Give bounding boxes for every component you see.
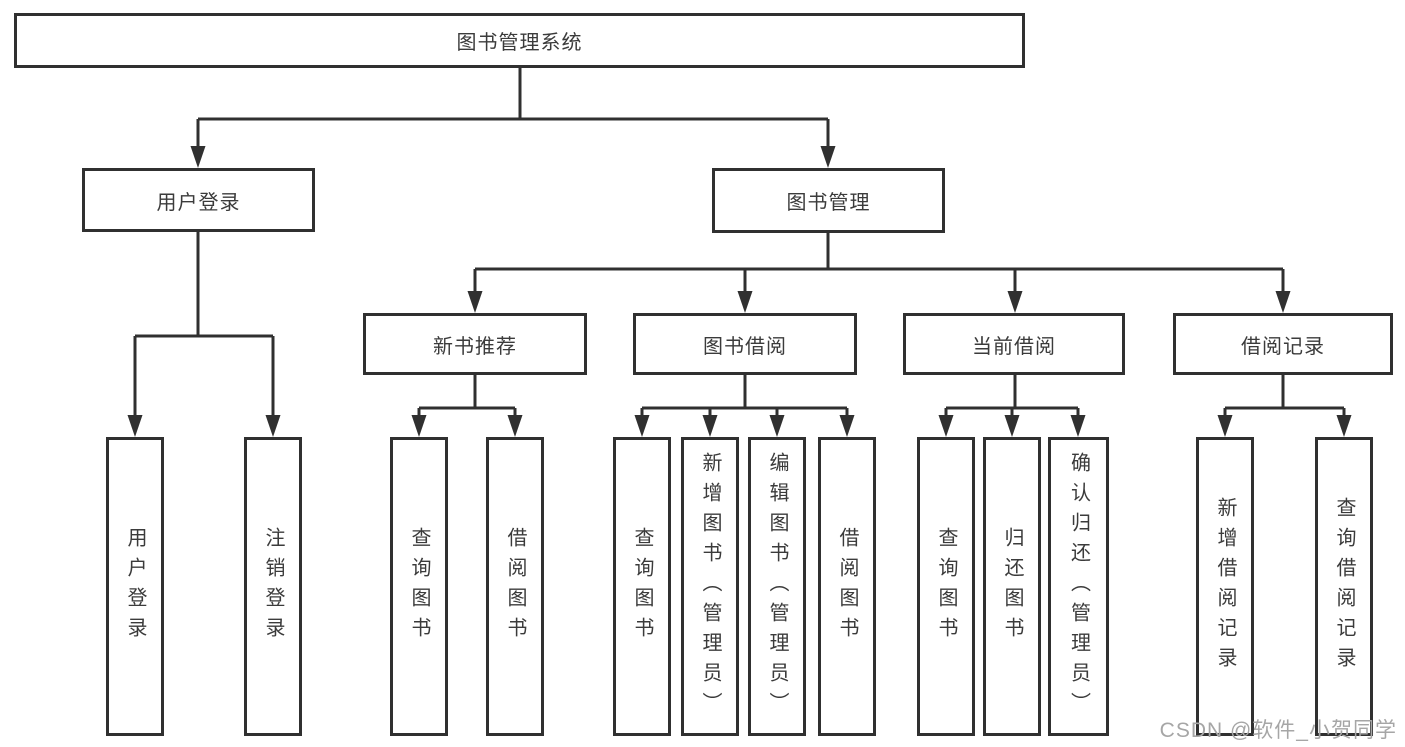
leaf-edit-books-admin: 编辑图书（管理员） [748,437,806,736]
leaf-search-borrow-record-label: 查询借阅记录 [1333,496,1355,677]
node-user-login-label: 用户登录 [156,191,241,214]
leaf-newbook-borrow-books: 借阅图书 [486,437,544,736]
node-new-book-recommend: 新书推荐 [363,313,587,375]
leaf-search-borrow-record: 查询借阅记录 [1315,437,1373,736]
leaf-add-books-admin: 新增图书（管理员） [681,437,739,736]
leaf-add-borrow-record: 新增借阅记录 [1196,437,1254,736]
leaf-newbook-search-books-label: 查询图书 [408,526,430,647]
node-current-borrowing-label: 当前借阅 [972,335,1056,358]
leaf-newbook-search-books: 查询图书 [390,437,448,736]
node-book-management-label: 图书管理 [786,192,871,214]
node-book-borrowing: 图书借阅 [633,313,857,375]
leaf-borrow-borrow-books: 借阅图书 [818,437,876,736]
leaf-return-books-label: 归还图书 [1001,526,1023,647]
leaf-logout-label: 注销登录 [262,526,284,647]
leaf-edit-books-admin-label: 编辑图书（管理员） [766,451,788,722]
leaf-current-search-books: 查询图书 [917,437,975,736]
leaf-add-borrow-record-label: 新增借阅记录 [1214,496,1236,677]
leaf-user-login: 用户登录 [106,437,164,736]
node-current-borrowing: 当前借阅 [903,313,1125,375]
node-root-system-label: 图书管理系统 [456,32,583,54]
node-book-borrowing-label: 图书借阅 [703,335,787,358]
node-root-system: 图书管理系统 [14,13,1025,68]
csdn-watermark: CSDN @软件_小贺同学 [1159,719,1397,742]
leaf-return-books: 归还图书 [983,437,1041,736]
leaf-borrow-search-books: 查询图书 [613,437,671,736]
leaf-user-login-label: 用户登录 [124,526,146,647]
leaf-add-books-admin-label: 新增图书（管理员） [699,451,721,722]
leaf-logout: 注销登录 [244,437,302,736]
node-borrowing-records-label: 借阅记录 [1241,335,1325,358]
leaf-current-search-books-label: 查询图书 [935,526,957,647]
leaf-borrow-search-books-label: 查询图书 [631,526,653,647]
node-borrowing-records: 借阅记录 [1173,313,1393,375]
leaf-confirm-return-admin-label: 确认归还（管理员） [1067,451,1090,722]
leaf-newbook-borrow-books-label: 借阅图书 [504,526,526,647]
node-user-login: 用户登录 [82,168,315,232]
leaf-borrow-borrow-books-label: 借阅图书 [836,526,858,647]
node-book-management: 图书管理 [712,168,945,233]
leaf-confirm-return-admin: 确认归还（管理员） [1048,437,1109,736]
node-new-book-recommend-label: 新书推荐 [433,335,517,358]
